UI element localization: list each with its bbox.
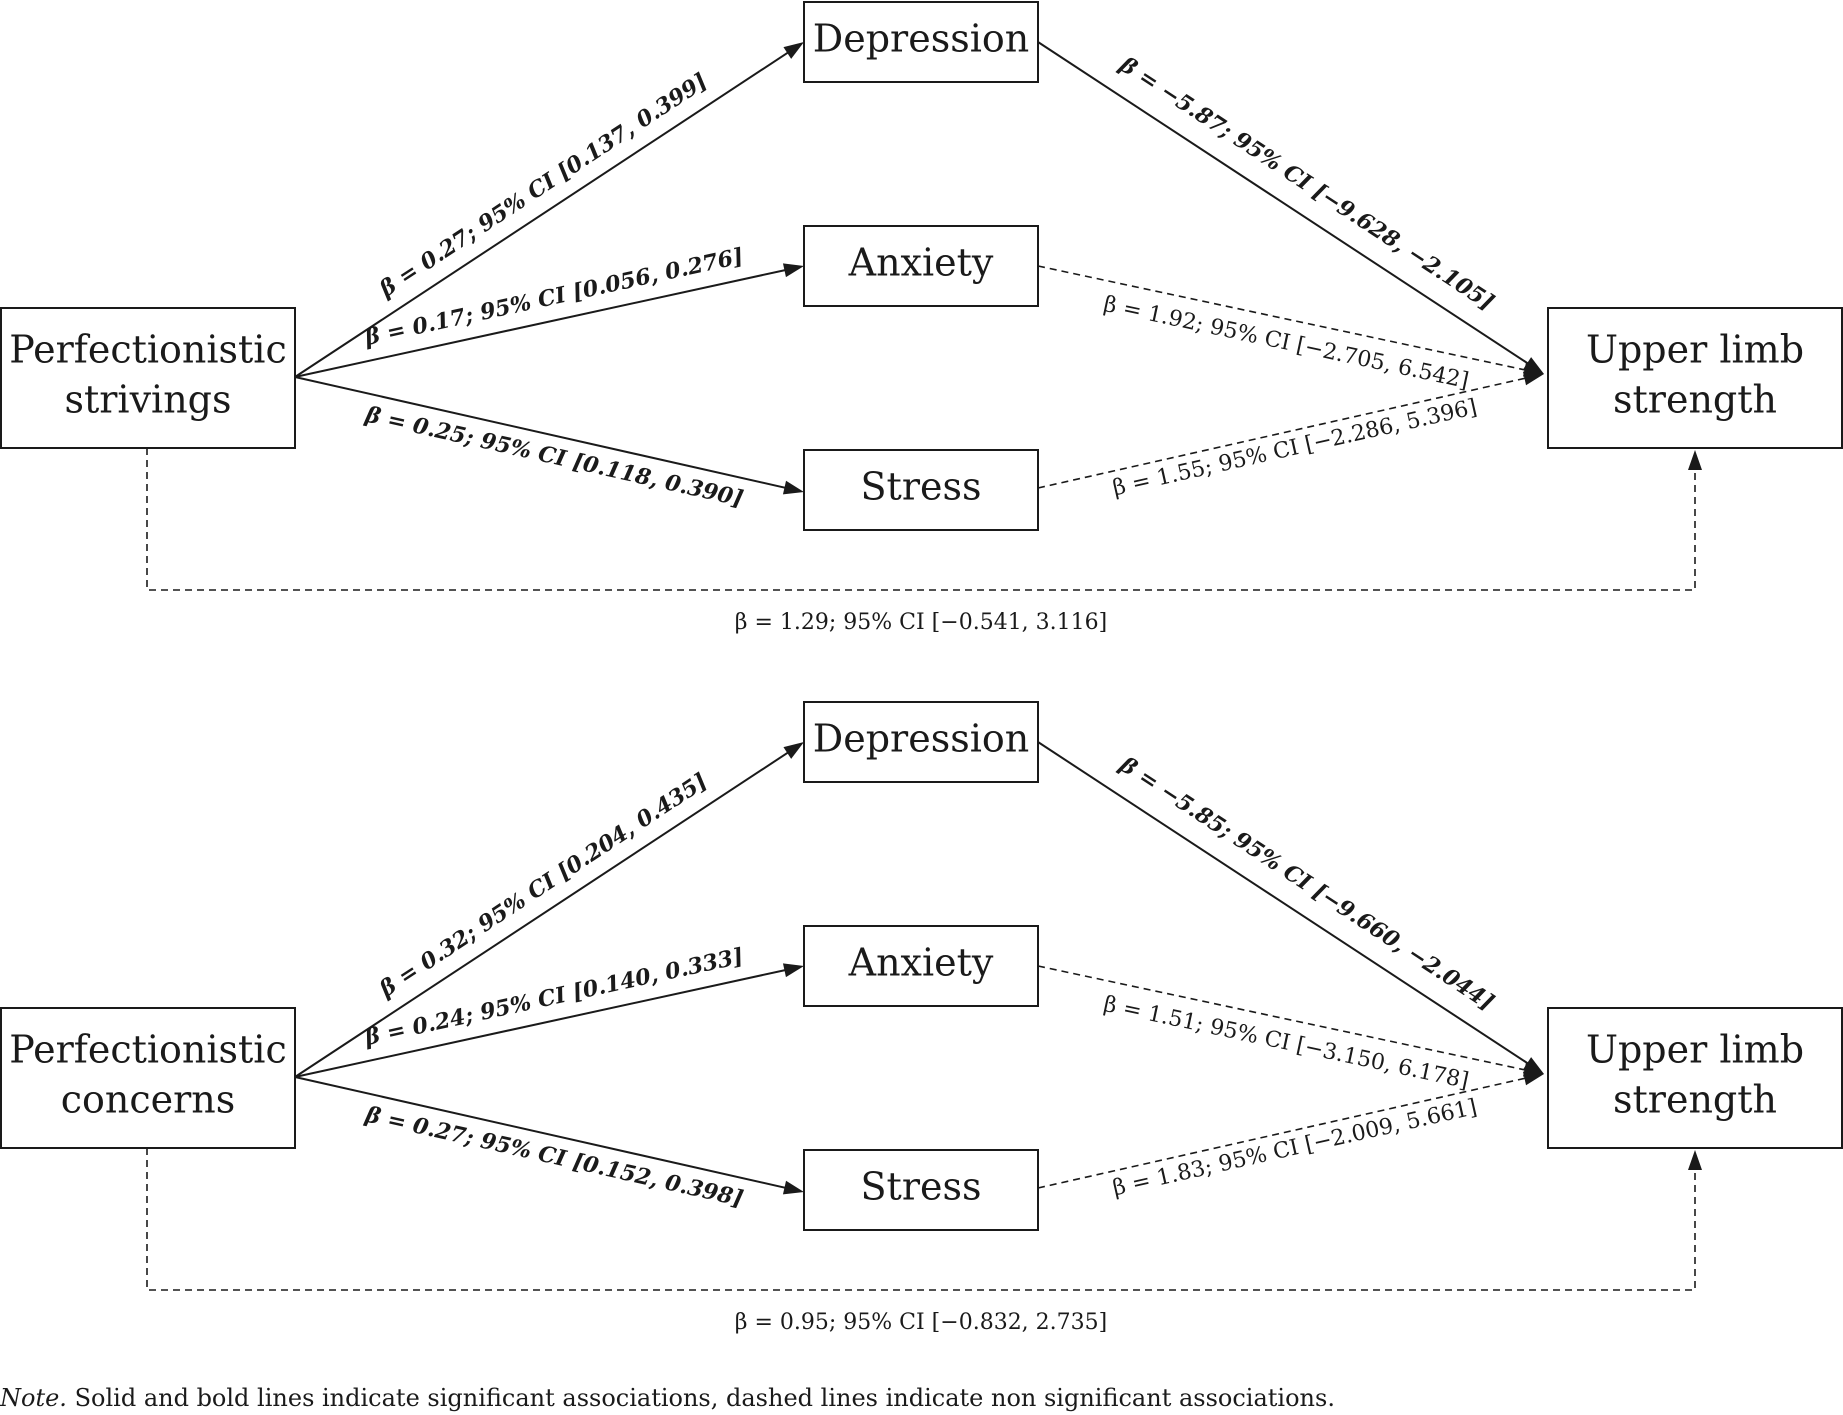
outcome-box-frame <box>1547 307 1843 449</box>
path-a-anxiety-line <box>294 968 791 1078</box>
stress-box-frame <box>803 449 1039 531</box>
predictor-box-label: concerns <box>61 1078 236 1122</box>
direct-path-arrowhead <box>1688 450 1702 470</box>
depression-box: Depression <box>803 1 1039 83</box>
path-a-depression-arrowhead <box>783 742 804 759</box>
stress-box-frame <box>803 1149 1039 1231</box>
path-b-stress-label: β = 1.55; 95% CI [−2.286, 5.396] <box>1110 395 1479 501</box>
path-a-stress-label: β = 0.27; 95% CI [0.152, 0.398] <box>362 1101 745 1212</box>
note-label: Note. <box>0 1384 67 1412</box>
predictor-box: Perfectionistic strivings <box>0 307 296 449</box>
path-a-stress-line <box>294 376 791 490</box>
outcome-box: Upper limb strength <box>1547 1007 1843 1149</box>
direct-path-line <box>146 448 1696 591</box>
path-b-depression-label: β = −5.85; 95% CI [−9.660, −2.044] <box>1114 751 1498 1016</box>
depression-box-label: Depression <box>813 17 1029 61</box>
anxiety-box-label: Anxiety <box>848 941 994 985</box>
anxiety-box: Anxiety <box>803 225 1039 307</box>
predictor-box-label: Perfectionistic <box>9 328 287 372</box>
outcome-box-label: Upper limb <box>1586 328 1804 372</box>
outcome-box-frame <box>1547 1007 1843 1149</box>
predictor-box: Perfectionistic concerns <box>0 1007 296 1149</box>
outcome-box-label: strength <box>1613 378 1777 422</box>
direct-path-line <box>146 1148 1696 1291</box>
path-b-depression-line <box>1037 741 1533 1068</box>
path-b-depression-line <box>1037 41 1533 368</box>
depression-box-frame <box>803 1 1039 83</box>
direct-path-arrowhead <box>1688 1150 1702 1170</box>
outcome-box: Upper limb strength <box>1547 307 1843 449</box>
path-a-stress-label: β = 0.25; 95% CI [0.118, 0.390] <box>362 401 745 512</box>
path-b-stress-line <box>1037 1076 1531 1189</box>
path-b-stress-arrowhead <box>1522 371 1544 386</box>
path-a-stress-arrowhead <box>782 480 804 495</box>
predictor-box-frame <box>0 307 296 449</box>
direct-path-label: β = 0.95; 95% CI [−0.832, 2.735] <box>735 1310 1108 1335</box>
predictor-box-label: Perfectionistic <box>9 1028 287 1072</box>
depression-box-frame <box>803 701 1039 783</box>
path-b-depression-label: β = −5.87; 95% CI [−9.628, −2.105] <box>1114 51 1498 316</box>
stress-box: Stress <box>803 449 1039 531</box>
outcome-box-label: Upper limb <box>1586 1028 1804 1072</box>
anxiety-box: Anxiety <box>803 925 1039 1007</box>
path-a-anxiety-arrowhead <box>782 963 804 978</box>
path-a-depression-line <box>294 748 793 1078</box>
figure-note: Note. Solid and bold lines indicate sign… <box>0 1384 1335 1412</box>
depression-box-label: Depression <box>813 717 1029 761</box>
panel-1: Perfectionistic strivings Upper limb streng… <box>0 1 1843 635</box>
path-b-anxiety-label: β = 1.92; 95% CI [−2.705, 6.542] <box>1101 292 1471 394</box>
path-b-stress-label: β = 1.83; 95% CI [−2.009, 5.661] <box>1110 1095 1479 1201</box>
path-a-anxiety-arrowhead <box>782 263 804 278</box>
panel-2: Perfectionistic concerns Upper limb strengt… <box>0 701 1843 1335</box>
path-a-depression-line <box>294 48 793 378</box>
path-a-stress-line <box>294 1076 791 1190</box>
path-b-stress-line <box>1037 376 1531 489</box>
path-b-stress-arrowhead <box>1522 1071 1544 1086</box>
depression-box: Depression <box>803 701 1039 783</box>
path-a-stress-arrowhead <box>782 1180 804 1195</box>
stress-box: Stress <box>803 1149 1039 1231</box>
path-a-anxiety-line <box>294 268 791 378</box>
note-text: Solid and bold lines indicate significan… <box>74 1384 1335 1412</box>
stress-box-label: Stress <box>861 465 982 509</box>
path-b-anxiety-label: β = 1.51; 95% CI [−3.150, 6.178] <box>1101 992 1471 1094</box>
outcome-box-label: strength <box>1613 1078 1777 1122</box>
path-a-depression-arrowhead <box>783 42 804 59</box>
predictor-box-label: strivings <box>64 378 231 422</box>
direct-path-label: β = 1.29; 95% CI [−0.541, 3.116] <box>735 610 1108 635</box>
anxiety-box-label: Anxiety <box>848 241 994 285</box>
stress-box-label: Stress <box>861 1165 982 1209</box>
